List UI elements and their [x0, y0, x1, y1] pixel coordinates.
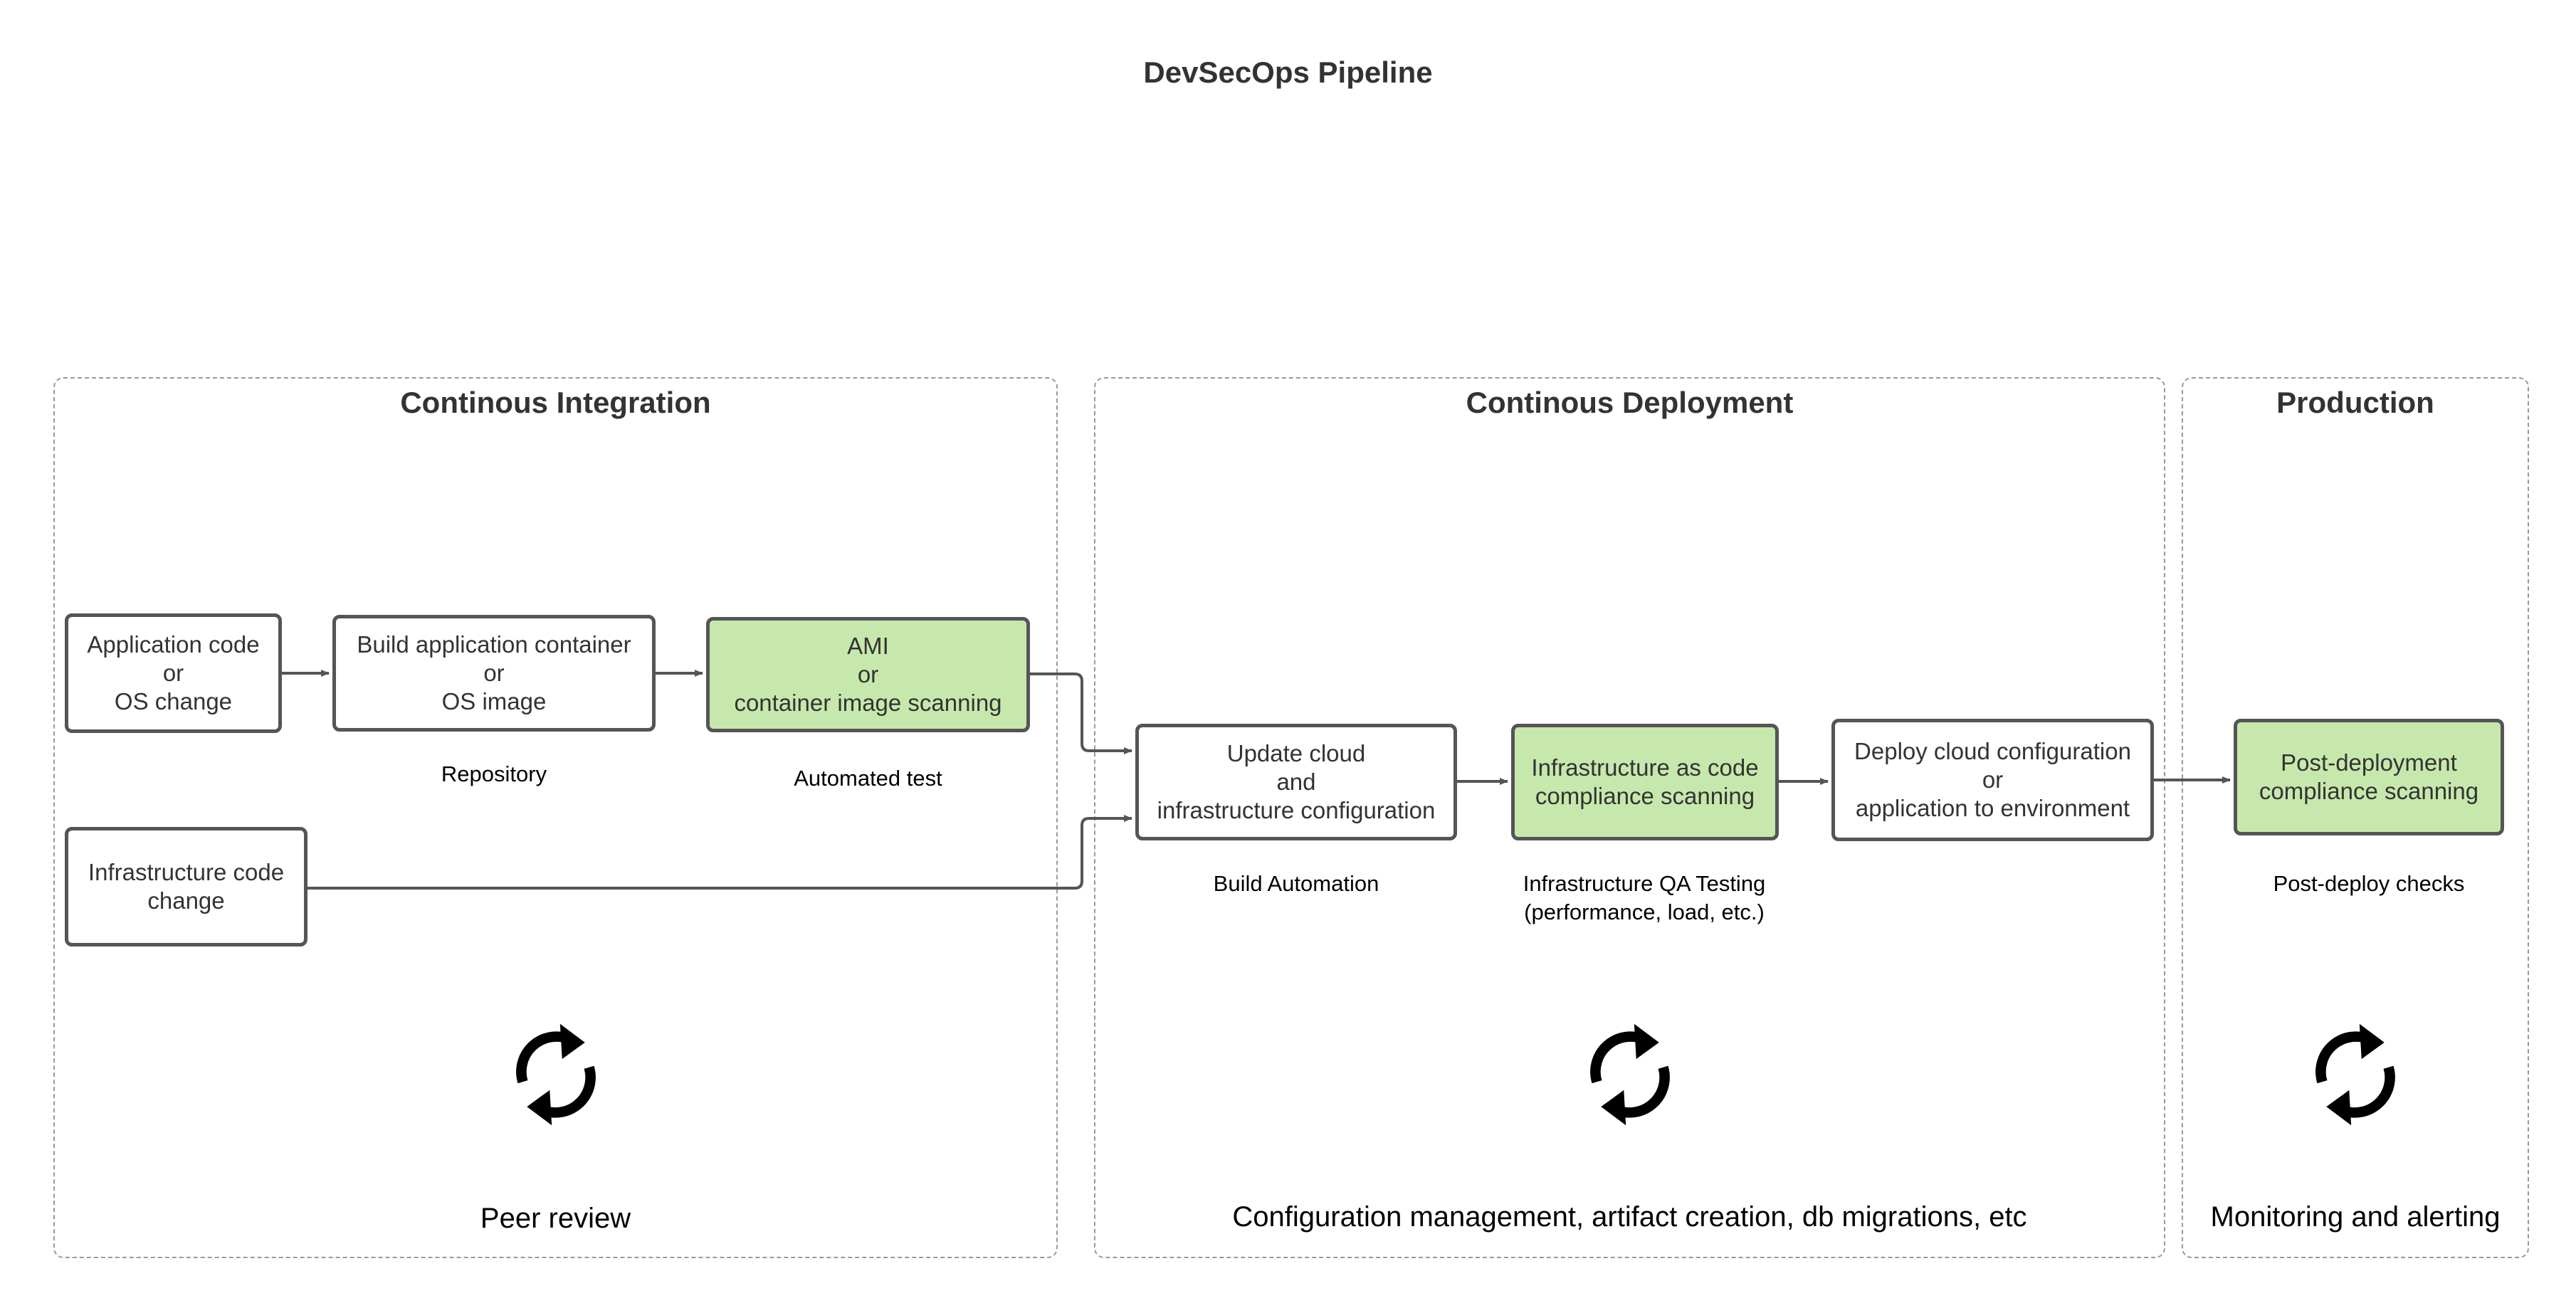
node-deploy-cloud-configuration: Deploy cloud configuration or applicatio… — [1831, 719, 2154, 841]
arrow-infra-to-update — [307, 815, 1132, 890]
stage-continuous-integration: Continous Integration — [53, 377, 1058, 1258]
caption-repository: Repository — [441, 761, 547, 786]
node-iac-compliance-scanning: Infrastructure as code compliance scanni… — [1511, 724, 1779, 840]
caption-post-deploy-checks: Post-deploy checks — [2273, 871, 2465, 896]
refresh-cycle-icon — [516, 1023, 596, 1126]
stage-production: Production — [2182, 377, 2529, 1258]
node-build-application-container: Build application container or OS image — [332, 615, 656, 732]
stage-title-ci: Continous Integration — [400, 386, 711, 419]
caption-automated-test: Automated test — [794, 766, 942, 791]
stage-title-production: Production — [2276, 386, 2434, 419]
arrow-ami-to-update — [1030, 673, 1132, 754]
node-update-cloud-infrastructure: Update cloud and infrastructure configur… — [1135, 724, 1457, 840]
refresh-cycle-icon — [2315, 1023, 2395, 1126]
node-ami-container-image-scanning: AMI or container image scanning — [706, 617, 1030, 732]
stage-title-cd: Continous Deployment — [1466, 386, 1794, 419]
caption-infrastructure-qa-testing: Infrastructure QA Testing (performance, … — [1523, 871, 1766, 924]
footer-peer-review: Peer review — [480, 1203, 631, 1234]
refresh-cycle-icon — [1590, 1023, 1670, 1126]
footer-monitoring-alerting: Monitoring and alerting — [2210, 1201, 2501, 1233]
footer-configuration-management: Configuration management, artifact creat… — [1232, 1201, 2027, 1233]
caption-build-automation: Build Automation — [1213, 871, 1379, 896]
diagram-title: DevSecOps Pipeline — [1143, 56, 1433, 89]
node-infrastructure-code-change: Infrastructure code change — [65, 827, 307, 946]
node-post-deployment-compliance-scanning: Post-deployment compliance scanning — [2234, 719, 2504, 835]
node-application-code-change: Application code or OS change — [65, 613, 282, 733]
